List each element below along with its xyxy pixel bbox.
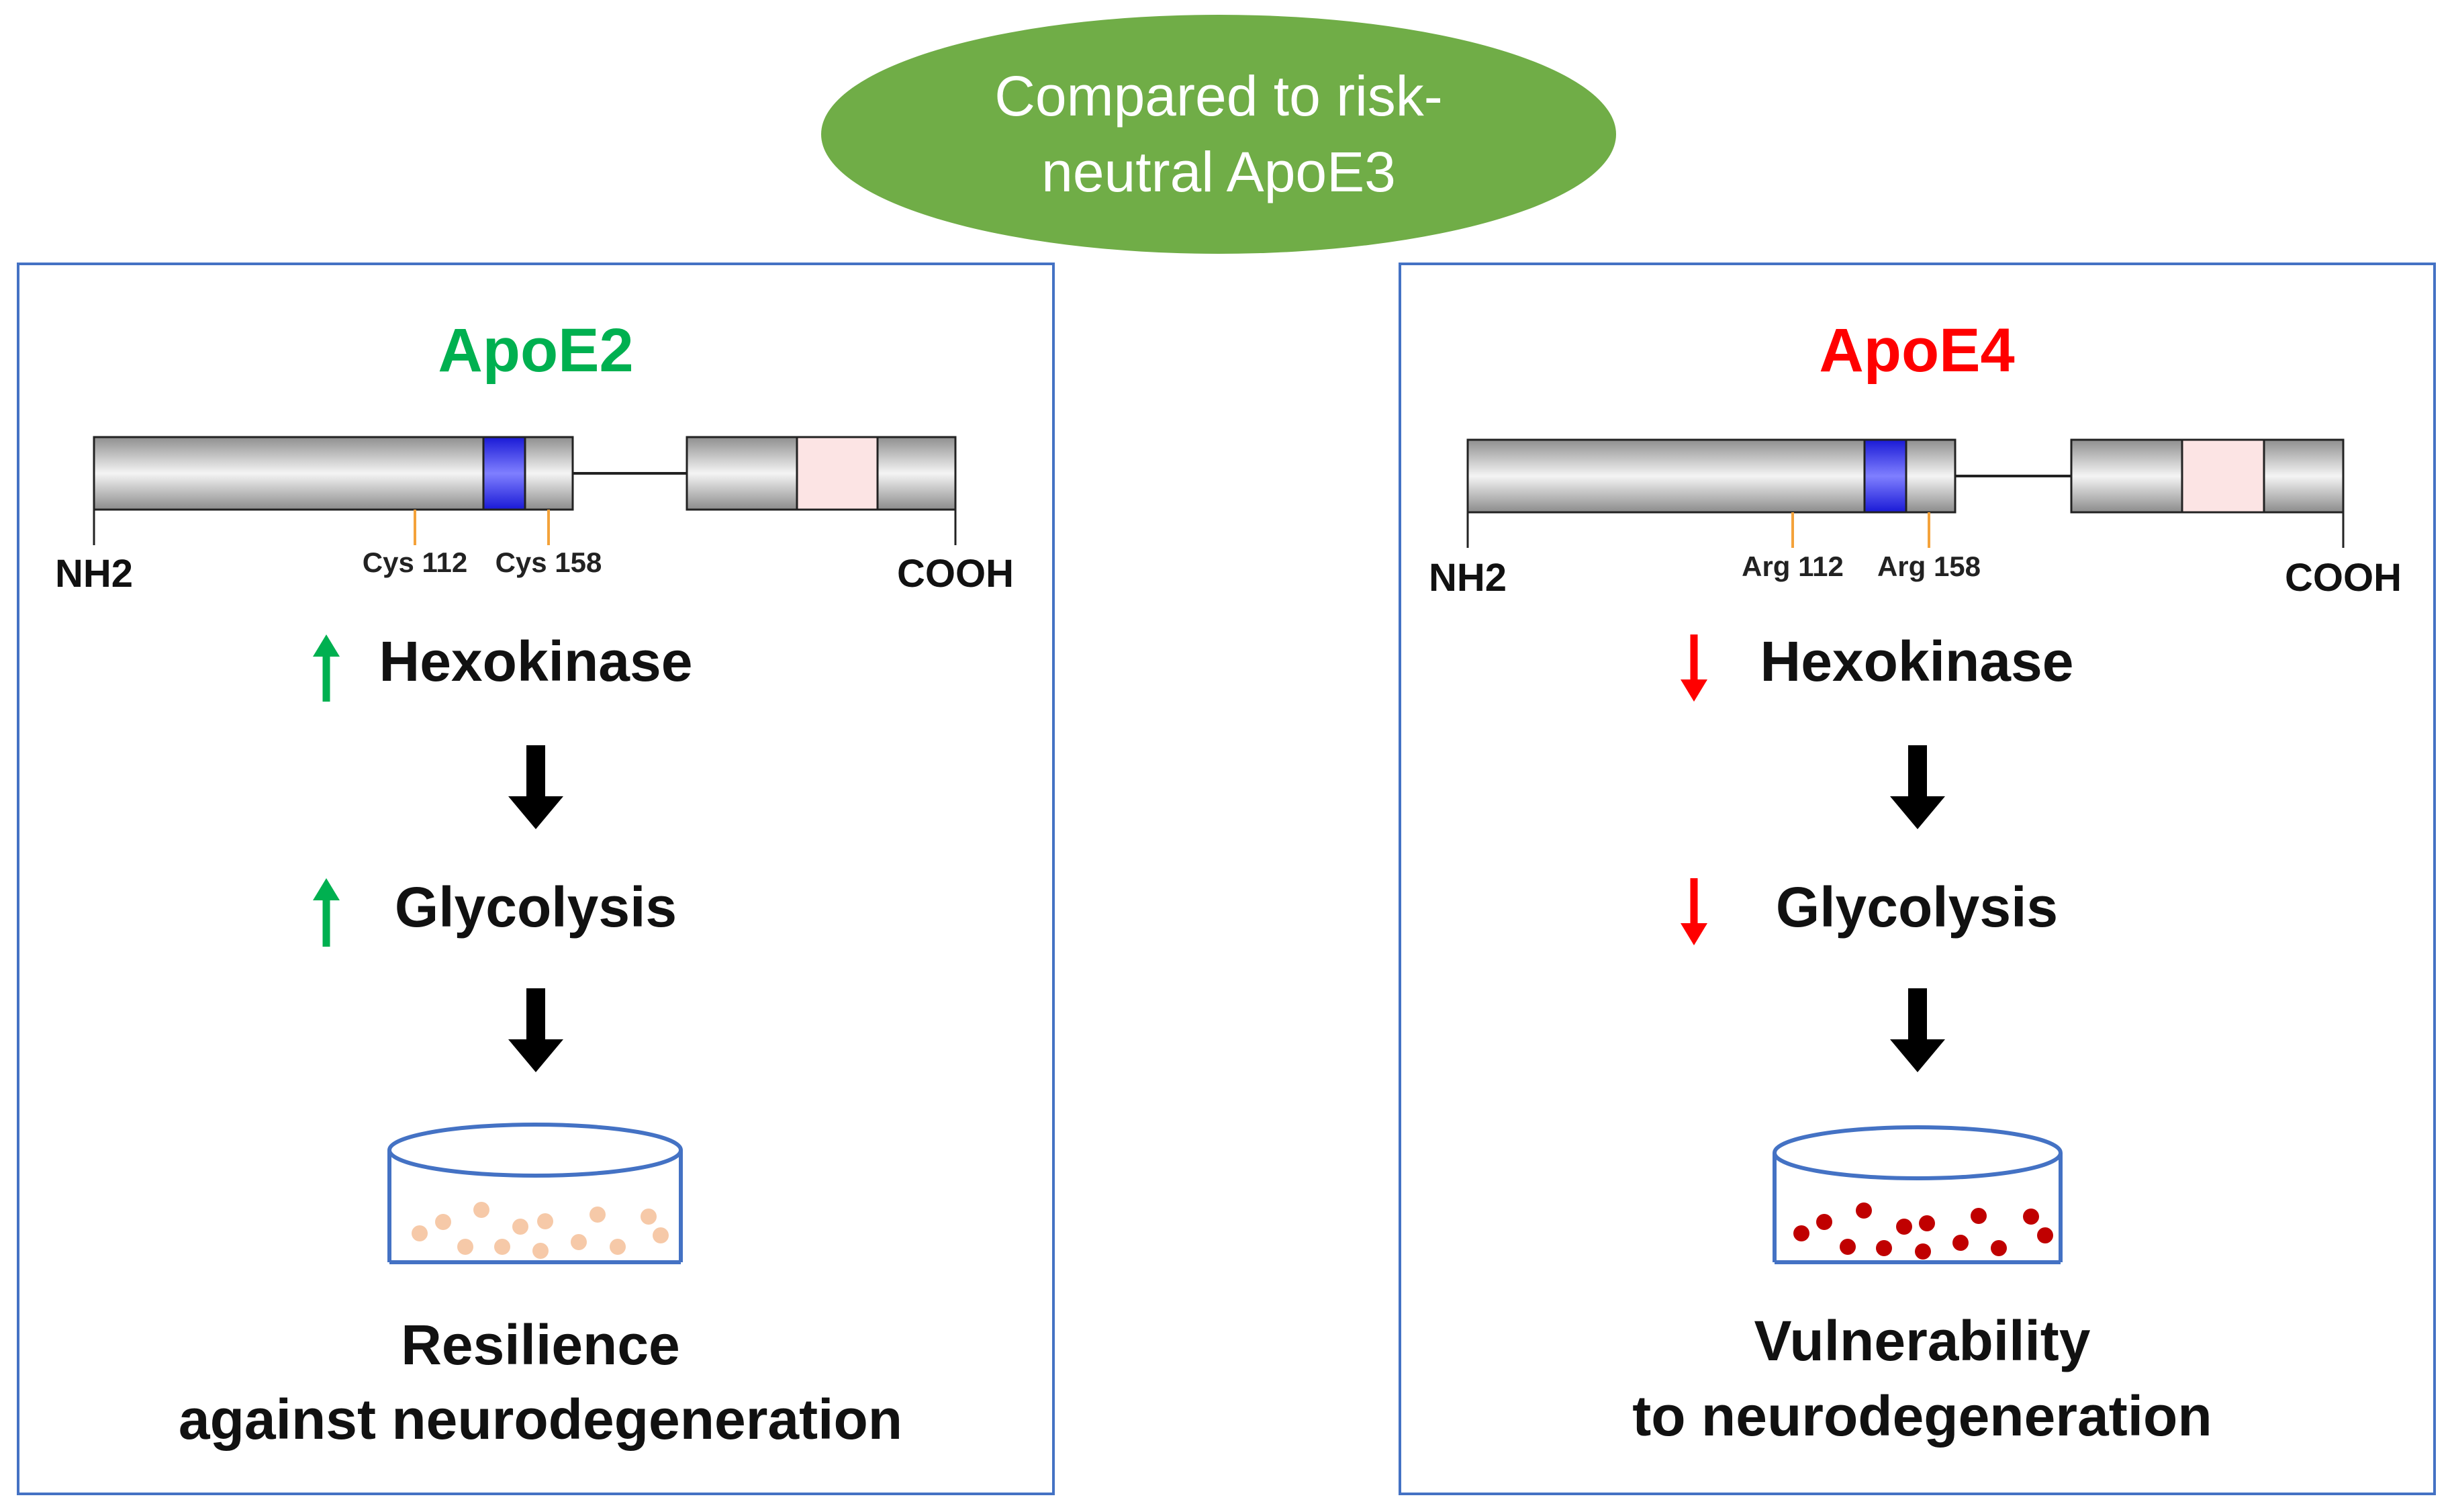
- lipid-binding-region: [796, 436, 879, 511]
- c-terminus-label: COOH: [2285, 556, 2402, 600]
- protein-schematic: NH2 COOH Arg 112 Arg 158: [1429, 438, 2402, 600]
- culture-dish-icon: [387, 1123, 683, 1264]
- up-arrow-icon: [313, 878, 340, 947]
- receptor-binding-region: [482, 436, 526, 511]
- residue-112-label: Cys 112: [363, 547, 467, 578]
- down-arrow-icon: [1681, 634, 1707, 702]
- header-line-1: Compared to risk-: [994, 64, 1443, 128]
- header-line-2: neutral ApoE3: [1041, 140, 1396, 203]
- outcome-line-2: against neurodegeneration: [179, 1388, 902, 1451]
- cell-dots: [1793, 1202, 2053, 1260]
- culture-dish-icon: [1773, 1125, 2063, 1264]
- protein-schematic: NH2 COOH Cys 112 Cys 158: [55, 436, 1014, 596]
- step-glycolysis: Glycolysis: [1776, 876, 2058, 939]
- header-ellipse: [821, 15, 1616, 254]
- outcome-line-2: to neurodegeneration: [1632, 1384, 2212, 1448]
- down-arrow-icon: [1681, 878, 1707, 945]
- step-glycolysis: Glycolysis: [395, 876, 677, 939]
- panel-border: [1399, 263, 2436, 1495]
- step-hexokinase: Hexokinase: [1760, 630, 2074, 693]
- down-arrow-icon: [1890, 745, 1945, 829]
- panel-border: [17, 263, 1055, 1495]
- n-terminus-label: NH2: [1429, 556, 1507, 600]
- step-hexokinase: Hexokinase: [379, 630, 693, 693]
- panel-title: ApoE4: [1819, 316, 2014, 385]
- c-terminus-label: COOH: [897, 552, 1014, 596]
- comparison-header: Compared to risk- neutral ApoE3: [821, 15, 1616, 254]
- residue-112-label: Arg 112: [1742, 551, 1844, 582]
- outcome-line-1: Vulnerability: [1754, 1309, 2090, 1372]
- n-terminus-label: NH2: [55, 552, 133, 596]
- panel-apoe4: ApoE4 NH2 COOH Arg 112 Arg 158 Hexokinas…: [1399, 263, 2436, 1495]
- panel-apoe2: ApoE2 NH2 COOH Cys 112 Cys 158 Hexokinas…: [17, 263, 1055, 1495]
- down-arrow-icon: [508, 745, 563, 829]
- up-arrow-icon: [313, 634, 340, 702]
- down-arrow-icon: [1890, 988, 1945, 1072]
- panel-title: ApoE2: [438, 316, 633, 385]
- residue-158-label: Arg 158: [1877, 551, 1981, 582]
- residue-158-label: Cys 158: [496, 547, 602, 578]
- down-arrow-icon: [508, 988, 563, 1072]
- outcome-line-1: Resilience: [401, 1313, 680, 1376]
- receptor-binding-region: [1863, 438, 1907, 514]
- lipid-binding-region: [2181, 438, 2265, 514]
- cell-dots: [412, 1202, 669, 1259]
